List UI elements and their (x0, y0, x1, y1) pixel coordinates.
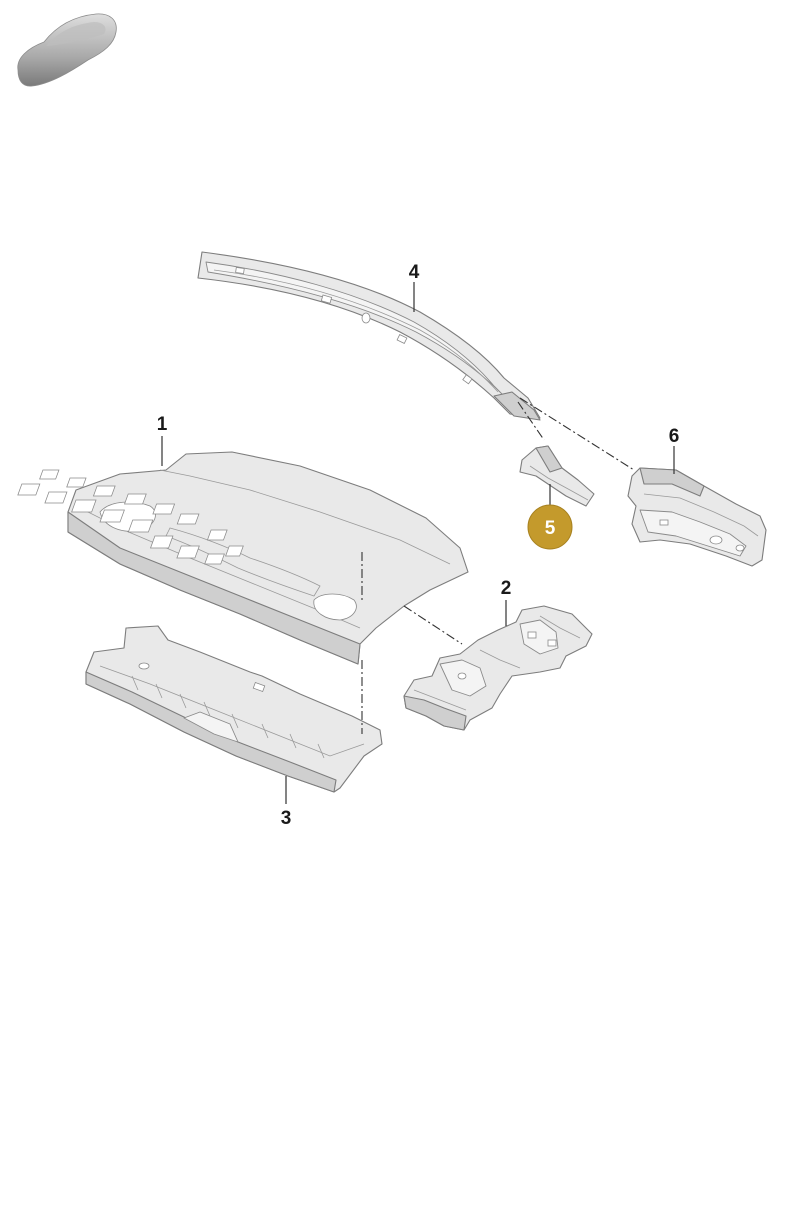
assembly-lines (361, 397, 635, 734)
callout-5-highlight[interactable]: 5 (527, 504, 573, 550)
part-1-parcel-shelf[interactable] (17, 451, 469, 665)
callout-3[interactable]: 3 (281, 808, 292, 829)
part-6-side-reinforcement[interactable] (627, 467, 767, 567)
callout-4[interactable]: 4 (409, 262, 420, 283)
leader-lines (161, 282, 675, 804)
assembly-line-4-to-6 (519, 397, 635, 471)
callout-5: 5 (545, 518, 556, 539)
assembly-line-1-to-2 (403, 605, 463, 645)
part-2-inner-bracket-assembly[interactable] (403, 605, 593, 731)
part-4-roof-rail[interactable] (197, 251, 541, 421)
callouts: 1 2 3 4 5 6 (157, 262, 680, 829)
assembly-line-4-to-5 (517, 401, 545, 441)
callout-6[interactable]: 6 (669, 426, 680, 447)
part-5-bracket[interactable] (519, 445, 595, 507)
part-3-rear-cross-panel[interactable] (85, 625, 383, 793)
callout-1[interactable]: 1 (157, 414, 168, 435)
callout-2[interactable]: 2 (501, 578, 512, 599)
car-silhouette-icon[interactable] (17, 13, 117, 87)
callout-5-badge (527, 504, 573, 550)
